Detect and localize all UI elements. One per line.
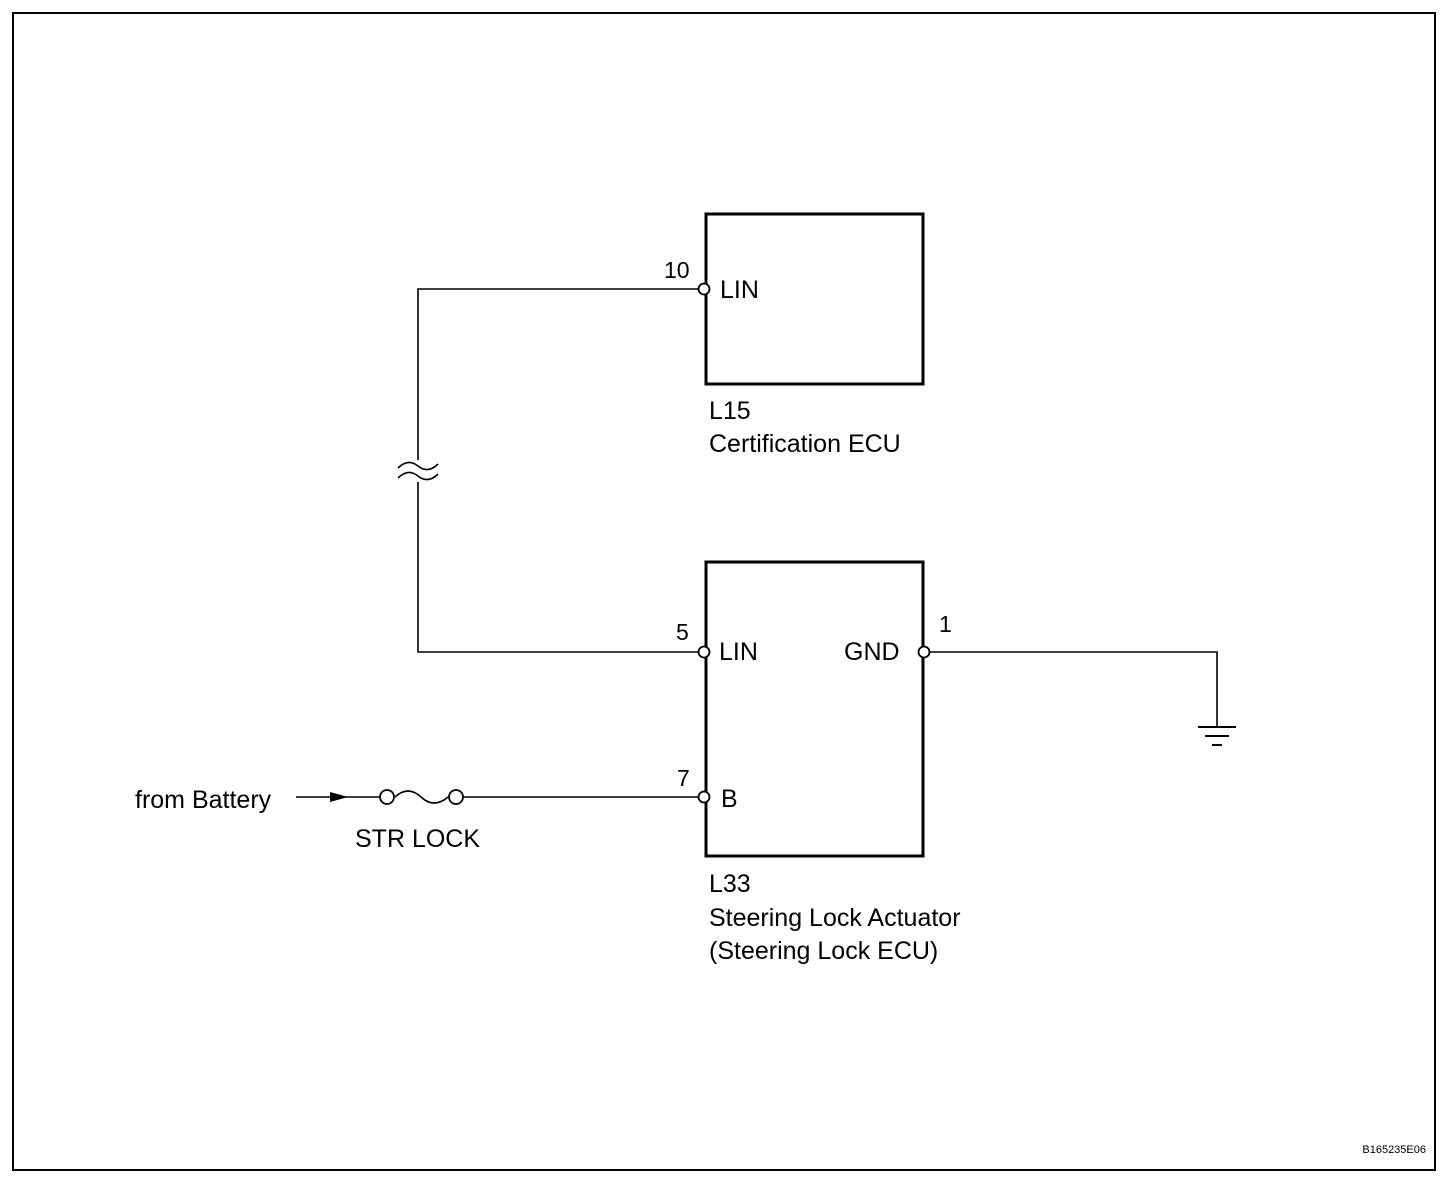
pin-label-gnd: GND	[844, 638, 900, 666]
ecu-code-l15: L15	[709, 397, 751, 425]
fuse-symbol	[379, 789, 464, 805]
ecu-name-certification: Certification ECU	[709, 430, 901, 458]
ecu-name-steering-lock-ecu: (Steering Lock ECU)	[709, 937, 938, 965]
wire-break-symbol	[397, 461, 439, 481]
steering-lock-ecu-box	[704, 560, 925, 858]
from-battery-label: from Battery	[135, 786, 272, 814]
pin-label-lin-l15: LIN	[720, 276, 759, 304]
battery-arrow-icon	[330, 792, 348, 802]
certification-ecu-box	[704, 212, 925, 386]
ecu-name-steering-lock-actuator: Steering Lock Actuator	[709, 904, 961, 932]
diagram-frame	[12, 12, 1436, 1171]
lin-wire	[417, 288, 701, 653]
pin-number-7: 7	[677, 765, 690, 791]
terminal-l33-gnd	[917, 645, 931, 659]
fuse-label: STR LOCK	[355, 825, 480, 853]
pin-number-1: 1	[939, 611, 952, 637]
pin-label-b: B	[721, 785, 738, 813]
ground-wire	[929, 651, 1218, 727]
terminal-l33-b	[697, 790, 711, 804]
terminal-l33-lin	[697, 645, 711, 659]
pin-label-lin-l33: LIN	[719, 638, 758, 666]
ground-symbol	[1198, 726, 1236, 746]
figure-code: B165235E06	[1362, 1144, 1426, 1156]
pin-number-5: 5	[676, 619, 689, 645]
terminal-l15-lin	[697, 282, 711, 296]
ecu-code-l33: L33	[709, 870, 751, 898]
pin-number-10: 10	[664, 257, 690, 283]
